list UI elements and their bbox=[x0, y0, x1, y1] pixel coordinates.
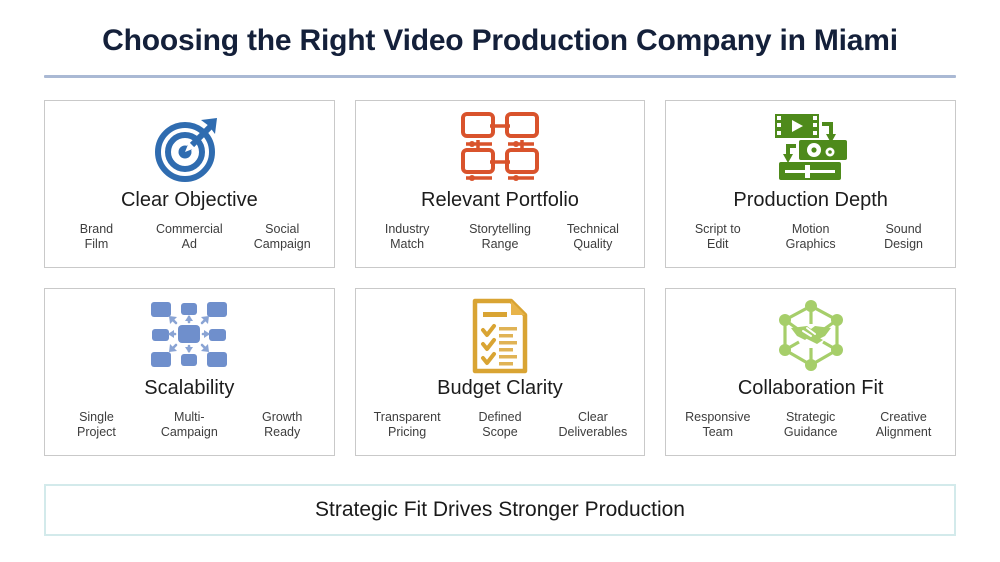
title-section: Choosing the Right Video Production Comp… bbox=[0, 0, 1000, 78]
video-grid-network-icon bbox=[460, 109, 540, 187]
title-divider bbox=[44, 74, 956, 78]
sub-item: Creative Alignment bbox=[875, 409, 932, 440]
card-relevant-portfolio[interactable]: Relevant Portfolio Industry Match Storyt… bbox=[354, 99, 646, 268]
card-title: Relevant Portfolio bbox=[421, 188, 579, 211]
card-subs: Single Project Multi- Campaign Growth Re… bbox=[51, 410, 328, 441]
sub-item: Industry Match bbox=[384, 221, 430, 252]
card-subs: Brand Film Commercial Ad Social Campaign bbox=[51, 222, 328, 253]
sub-item: Commercial Ad bbox=[155, 221, 223, 252]
sub-item: Sound Design bbox=[884, 221, 923, 252]
card-scalability[interactable]: Scalability Single Project Multi- Campai… bbox=[44, 287, 335, 456]
film-gears-slider-icon bbox=[769, 109, 853, 187]
sub-item: Social Campaign bbox=[253, 221, 311, 252]
card-subs: Responsive Team Strategic Guidance Creat… bbox=[672, 410, 949, 441]
card-subs: Transparent Pricing Defined Scope Clear … bbox=[362, 410, 639, 441]
card-title: Production Depth bbox=[733, 188, 888, 211]
card-title: Clear Objective bbox=[120, 188, 258, 211]
sub-item: Script to Edit bbox=[694, 221, 741, 252]
sub-item: Motion Graphics bbox=[785, 221, 836, 252]
card-subs: Industry Match Storytelling Range Techni… bbox=[362, 222, 639, 253]
card-title: Scalability bbox=[144, 376, 235, 399]
card-title: Collaboration Fit bbox=[737, 376, 884, 399]
sub-item: Multi- Campaign bbox=[160, 409, 218, 440]
scalability-nodes-icon bbox=[147, 297, 231, 375]
sub-item: Responsive Team bbox=[685, 409, 751, 440]
sub-item: Single Project bbox=[76, 409, 116, 440]
sub-item: Technical Quality bbox=[566, 221, 619, 252]
card-subs: Script to Edit Motion Graphics Sound Des… bbox=[672, 222, 949, 253]
sub-item: Defined Scope bbox=[478, 409, 522, 440]
sub-item: Growth Ready bbox=[262, 409, 303, 440]
sub-item: Clear Deliverables bbox=[558, 409, 628, 440]
footer-banner: Strategic Fit Drives Stronger Production bbox=[44, 484, 956, 536]
handshake-network-icon bbox=[771, 297, 851, 375]
card-production-depth[interactable]: Production Depth Script to Edit Motion G… bbox=[665, 99, 956, 268]
card-grid: Clear Objective Brand Film Commercial Ad… bbox=[44, 99, 956, 456]
checklist-document-icon bbox=[469, 297, 531, 375]
sub-item: Strategic Guidance bbox=[783, 409, 838, 440]
card-title: Budget Clarity bbox=[437, 376, 563, 399]
target-arrow-icon bbox=[151, 109, 227, 187]
card-collaboration-fit[interactable]: Collaboration Fit Responsive Team Strate… bbox=[665, 287, 956, 456]
footer-text: Strategic Fit Drives Stronger Production bbox=[315, 498, 685, 521]
sub-item: Transparent Pricing bbox=[373, 409, 441, 440]
page-title: Choosing the Right Video Production Comp… bbox=[102, 24, 898, 57]
card-clear-objective[interactable]: Clear Objective Brand Film Commercial Ad… bbox=[44, 99, 335, 268]
card-budget-clarity[interactable]: Budget Clarity Transparent Pricing Defin… bbox=[354, 287, 646, 456]
sub-item: Brand Film bbox=[79, 221, 114, 252]
sub-item: Storytelling Range bbox=[469, 221, 531, 252]
